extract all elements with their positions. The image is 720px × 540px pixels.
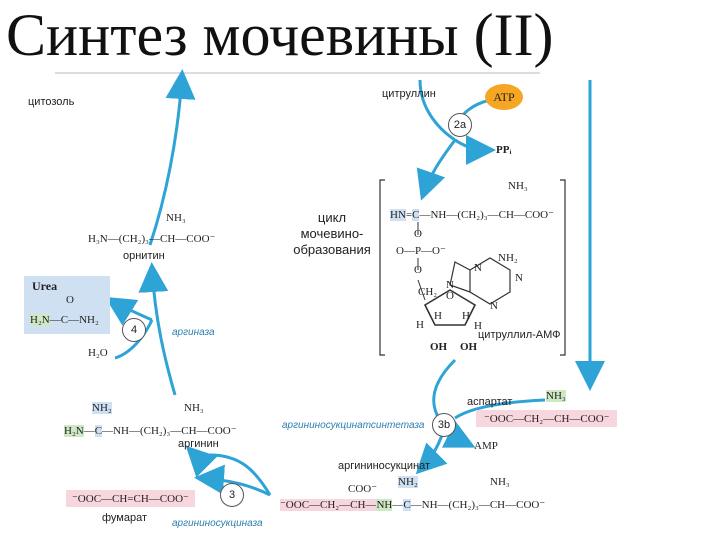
argininosuccinate-label: аргининосукцинат	[338, 460, 431, 472]
arrow-to-arginine	[209, 453, 272, 496]
urea-o: O	[66, 294, 74, 306]
amp-h3: H	[462, 310, 470, 322]
aspartate-nh3: NH₃	[546, 390, 566, 402]
ornithine-h3n: H₃N	[88, 233, 108, 245]
urea-title: Urea	[32, 279, 58, 293]
bond-o-ch2	[417, 279, 426, 301]
arrow-to-fumarate	[194, 464, 271, 497]
amp-fragment: HN=C—NH—(CH₂)₃—CH—COO⁻	[390, 209, 554, 221]
arginine-nh3: NH₃	[184, 402, 204, 414]
step-3: 3	[220, 483, 244, 507]
ornithine-formula: H₃N—(CH₂)₃—CH—COO⁻	[88, 232, 215, 245]
fumarate-label: фумарат	[102, 512, 148, 524]
citrullyl-amp-label: цитруллил-АМФ	[478, 329, 561, 341]
citrulline-label: цитруллин	[382, 88, 436, 100]
argininosuccinate-nh: NH	[376, 499, 393, 511]
ppi-label: PPᵢ	[496, 144, 512, 156]
amp-n4: N	[490, 300, 498, 312]
arginine-formula: H₂N—C—NH—(CH₂)₃—CH—COO⁻	[64, 425, 237, 437]
amp-n1: N	[474, 262, 482, 274]
urea-nh2: NH₂	[79, 314, 99, 326]
amp-oh1: OH	[430, 341, 448, 353]
ornithine-chain: —(CH₂)₃—CH—COO⁻	[107, 233, 216, 245]
arrow-amp-down	[432, 358, 457, 421]
amp-ch2: CH₂	[418, 286, 438, 298]
step-4: 4	[122, 318, 146, 342]
amp-h1: H	[416, 319, 424, 331]
urea-box: Urea O H₂N—C—NH₂	[24, 276, 110, 334]
argininosuccinate-nh3: NH₃	[490, 476, 510, 488]
amp-oh2: OH	[460, 341, 478, 353]
aspartate-formula: ⁻OOC—CH₂—CH—COO⁻	[476, 410, 618, 427]
argininosuccinate-coo: COO⁻	[348, 483, 378, 495]
compartment-label: цитозоль	[28, 96, 75, 108]
amp-h2: H	[434, 310, 442, 322]
adenine-ring-5	[449, 261, 471, 293]
ribose-ring	[423, 289, 477, 326]
arrow-to-ppi	[454, 134, 496, 165]
arrow-to-urea	[104, 296, 153, 326]
page-title: Синтез мочевины (II)	[6, 2, 554, 68]
cycle-label: цикл мочевино- образования	[292, 210, 372, 258]
arrow-arginine-to-ornithine	[138, 262, 177, 396]
amp-nh2: NH₂	[498, 252, 518, 264]
amp-nh3: NH₃	[508, 180, 528, 192]
bracket-left	[379, 179, 385, 356]
arginine-h2n: H₂N	[64, 425, 84, 437]
ornithine-label: орнитин	[123, 250, 165, 262]
amp-p-bottom: O	[414, 264, 422, 276]
aspartate-label: аспартат	[467, 396, 513, 408]
cycle-label-line-3: образования	[293, 242, 371, 257]
ornithine-nh3: NH₃	[166, 212, 186, 224]
argininosuccinate-left: ⁻OOC—CH₂—CH—	[280, 499, 377, 511]
bracket-right	[560, 179, 566, 356]
argininosuccinate-synthetase-label: аргининосукцинатсинтетаза	[282, 420, 425, 431]
water-label: H₂O	[88, 347, 108, 359]
amp-c: C	[412, 209, 420, 221]
amp-p: O—P—O⁻	[396, 245, 446, 257]
arginine-chain: —NH—(CH₂)₃—CH—COO⁻	[102, 425, 237, 437]
cycle-label-line-1: цикл	[317, 210, 347, 225]
arginine-c: C	[94, 425, 103, 437]
arrow-aspartate-in	[454, 398, 546, 420]
urea-h2n: H₂N	[30, 314, 50, 326]
amp-n2: N	[515, 272, 523, 284]
arrow-citrulline-down	[418, 79, 456, 142]
arrow-to-arginine-end	[185, 445, 218, 478]
amp-h4: H	[474, 320, 482, 332]
fumarate-formula: ⁻OOC—CH=CH—COO⁻	[66, 490, 195, 507]
amp-n3: N	[446, 279, 454, 291]
argininosuccinate-chain: —NH—(CH₂)₃—CH—COO⁻	[410, 499, 546, 511]
arginine-nh2: NH₂	[92, 402, 112, 414]
urea-c: C	[60, 314, 69, 326]
arginase-label: аргиназа	[172, 327, 215, 338]
amp-label: AMP	[474, 440, 498, 452]
arrow-ornithine-to-citrulline	[148, 69, 196, 246]
argininosuccinase-label: аргининосукциназа	[172, 518, 263, 529]
cycle-label-line-2: мочевино-	[300, 226, 364, 241]
urea-formula: H₂N—C—NH₂	[30, 314, 99, 326]
amp-chain: —NH—(CH₂)₃—CH—COO⁻	[419, 209, 554, 221]
arginine-label: аргинин	[178, 438, 219, 450]
step-3b: 3b	[432, 413, 456, 437]
argininosuccinate-c: C	[403, 499, 411, 511]
amp-ring-o: O	[446, 290, 454, 302]
step-2a: 2a	[448, 113, 472, 137]
atp-badge: ATP	[485, 84, 523, 110]
arrow-to-citrullyl-amp	[416, 139, 457, 201]
arrow-to-water	[114, 319, 154, 360]
argininosuccinate-nh2: NH₂	[398, 476, 418, 488]
amp-hn: HN	[390, 209, 406, 221]
argininosuccinate-formula: ⁻OOC—CH₂—CH—NH—C—NH—(CH₂)₃—CH—COO⁻	[280, 499, 546, 511]
amp-o: O	[414, 228, 422, 240]
